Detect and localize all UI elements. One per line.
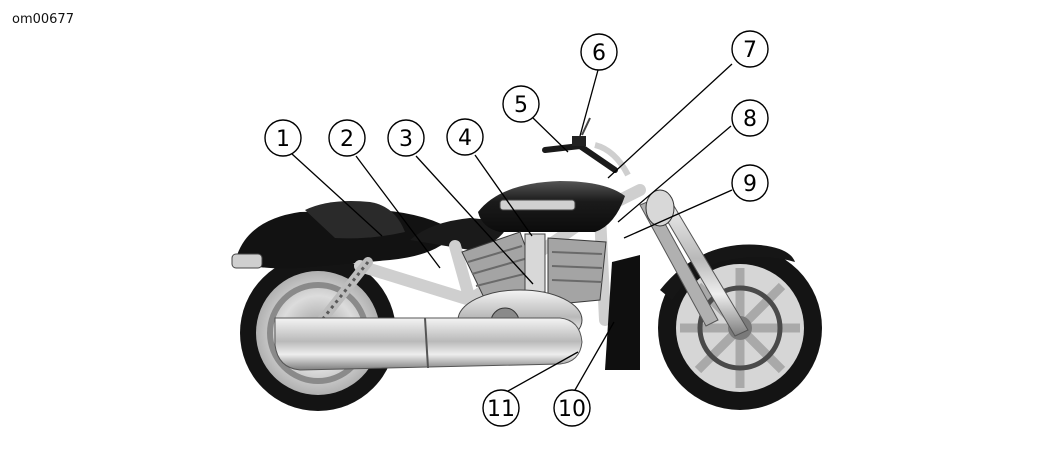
callout-label: 10	[558, 397, 586, 422]
callout-label: 5	[514, 93, 528, 118]
leader-6	[579, 69, 599, 137]
callout-1: 1	[264, 119, 302, 157]
callout-7: 7	[731, 30, 769, 68]
callout-label: 3	[399, 127, 413, 152]
leader-8	[617, 125, 732, 223]
callout-3: 3	[387, 119, 425, 157]
callout-2: 2	[328, 119, 366, 157]
callout-label: 7	[743, 38, 757, 63]
motorcycle-illustration	[231, 117, 822, 411]
callout-label: 11	[487, 397, 515, 422]
exhaust	[274, 317, 583, 371]
callout-8: 8	[731, 99, 769, 137]
callout-10: 10	[553, 389, 591, 427]
callout-label: 8	[743, 107, 757, 132]
leader-7	[607, 63, 733, 179]
leader-9	[623, 189, 733, 239]
callout-5: 5	[502, 85, 540, 123]
leader-lines	[291, 63, 733, 392]
leader-3	[415, 155, 534, 285]
callout-label: 2	[340, 127, 354, 152]
callout-label: 9	[743, 172, 757, 197]
figure-id: om00677	[12, 12, 74, 27]
callout-4: 4	[446, 118, 484, 156]
leader-1	[291, 153, 383, 237]
leader-11	[507, 351, 579, 392]
leader-4	[474, 154, 533, 237]
callout-9: 9	[731, 164, 769, 202]
leader-5	[532, 117, 569, 153]
callout-label: 6	[592, 41, 606, 66]
leader-2	[355, 155, 441, 269]
callout-11: 11	[482, 389, 520, 427]
callout-label: 1	[276, 127, 290, 152]
callout-6: 6	[580, 33, 618, 71]
callout-label: 4	[458, 126, 472, 151]
leader-10	[574, 321, 615, 391]
